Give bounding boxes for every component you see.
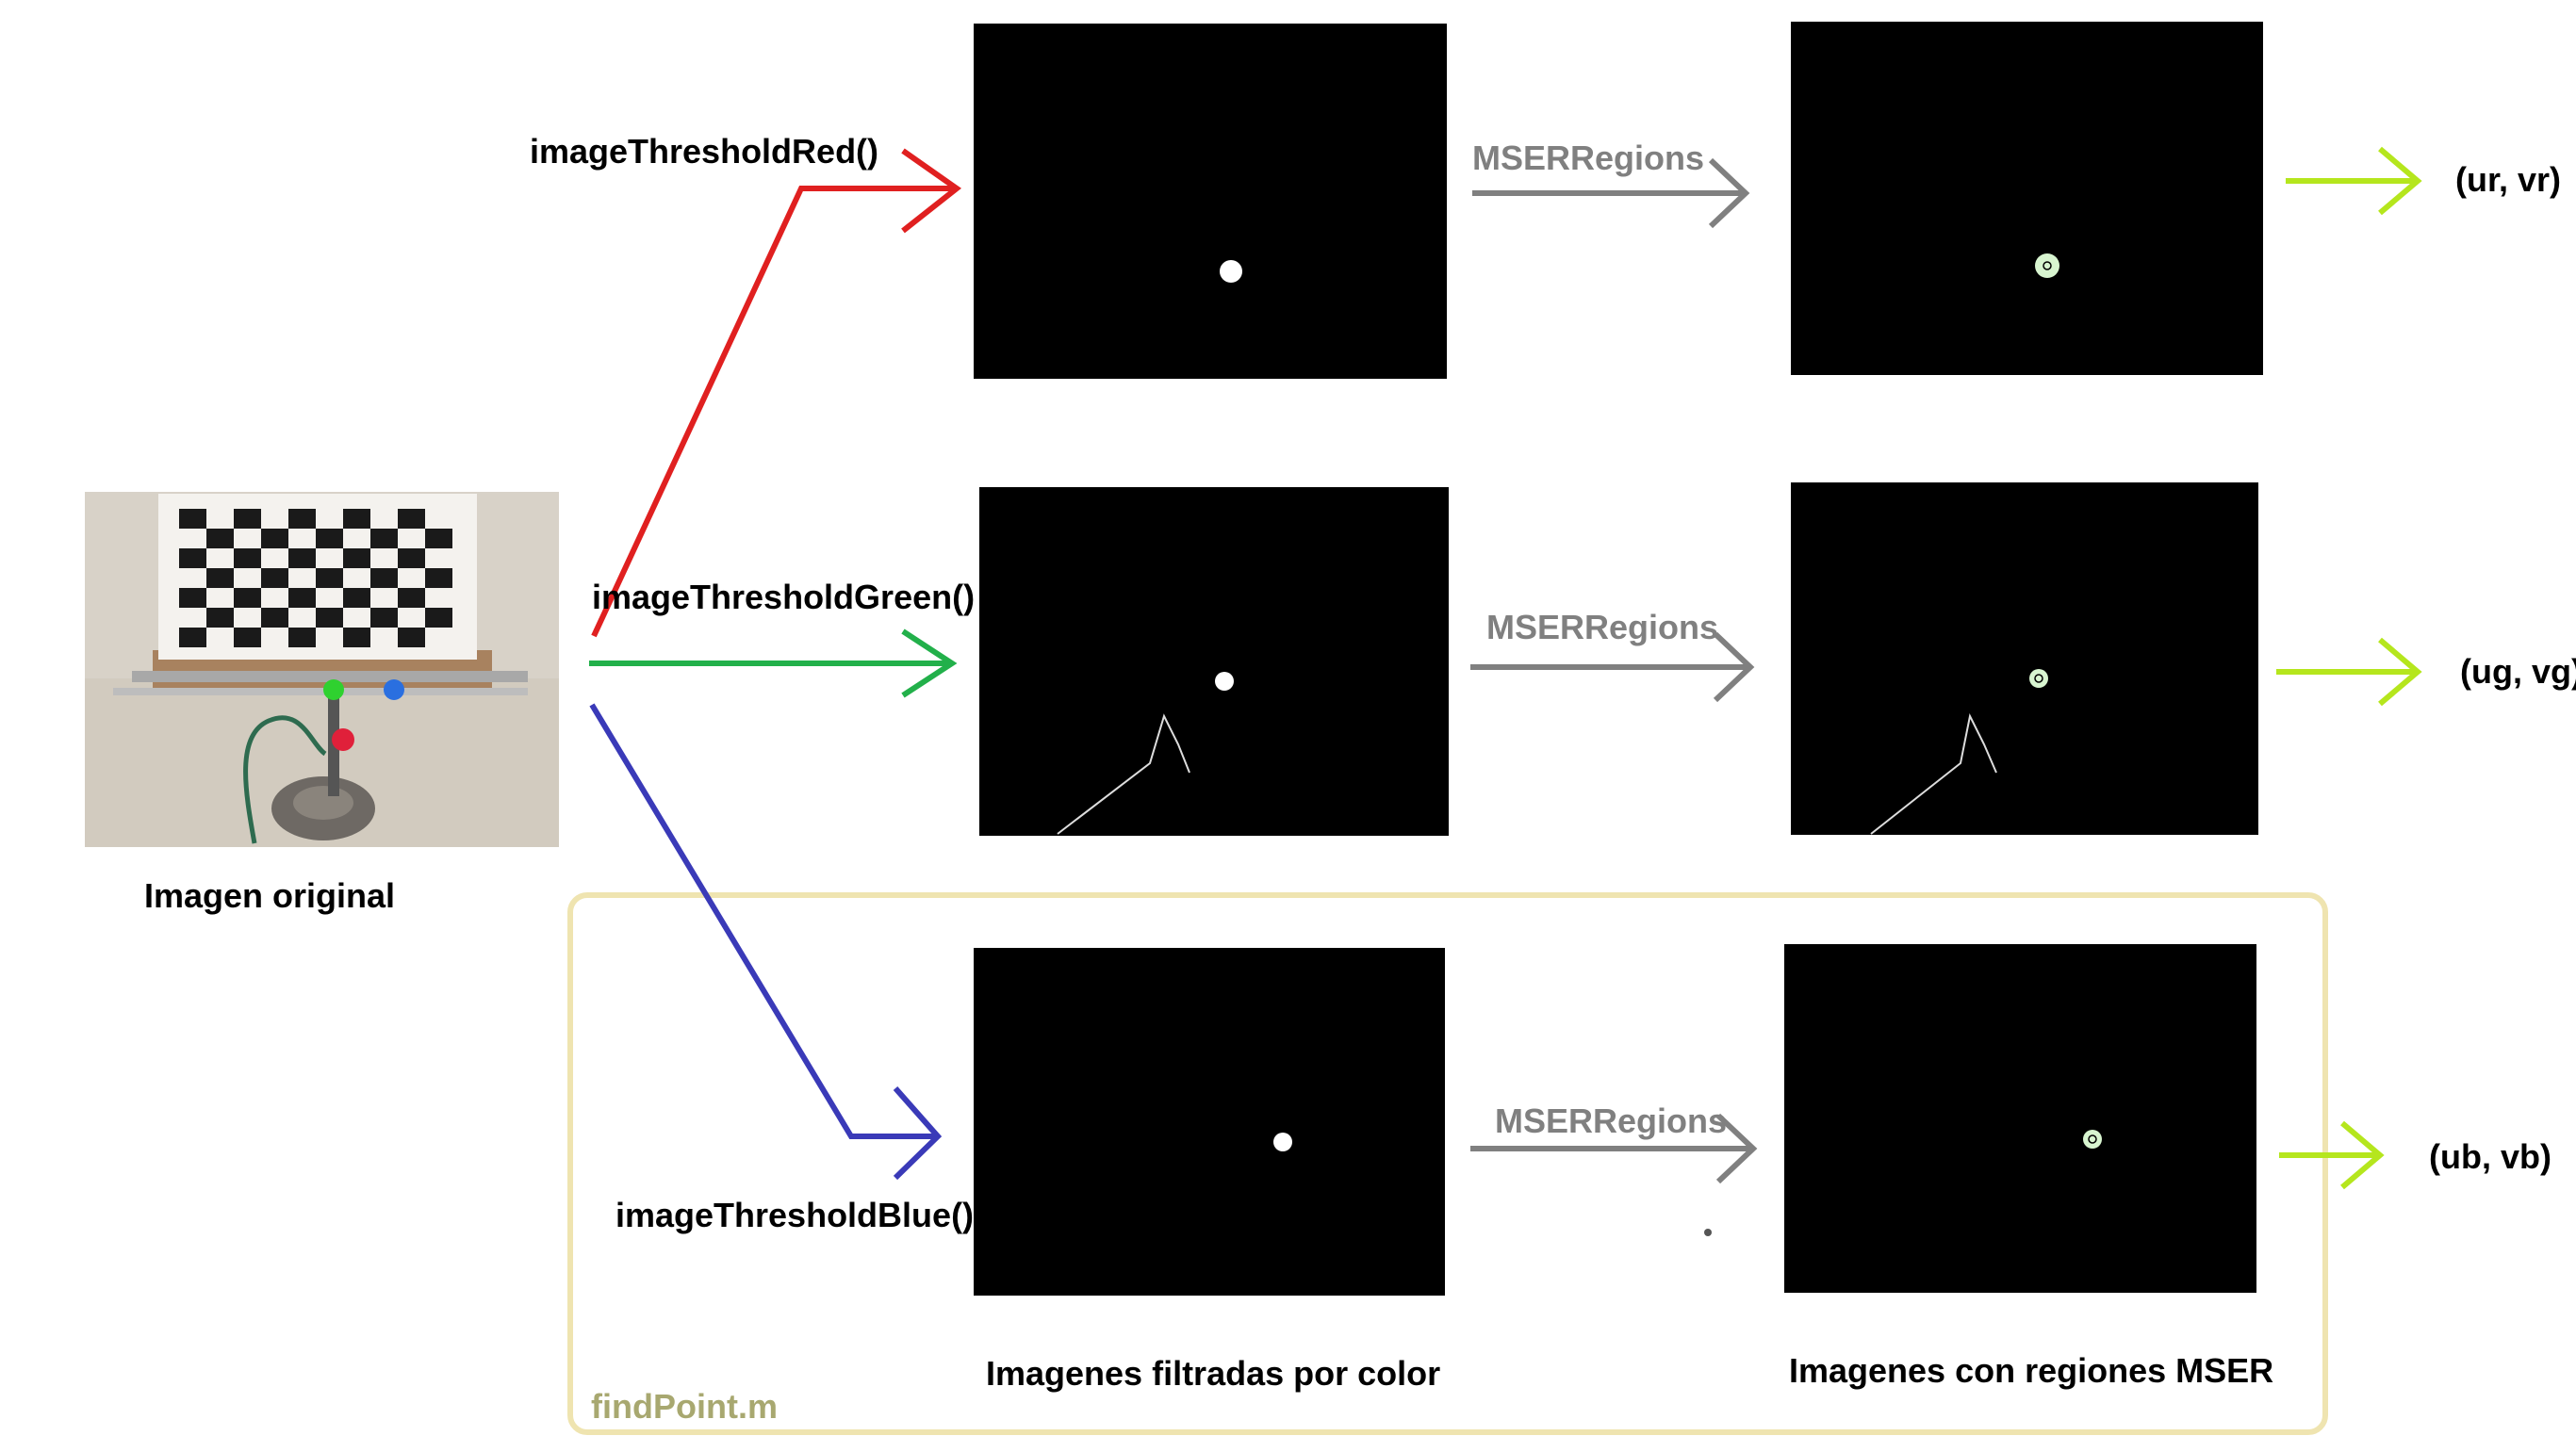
mser-arrow-blue	[1470, 1113, 1758, 1184]
mser-region	[2029, 669, 2048, 688]
function-label-blue: imageThresholdBlue()	[615, 1196, 974, 1234]
checker-square	[343, 628, 370, 647]
checker-square	[398, 628, 425, 647]
detected-blob	[1220, 260, 1242, 283]
checker-square	[179, 548, 206, 568]
output-arrow-blue	[2279, 1120, 2385, 1190]
findpoint-group-title: findPoint.m	[591, 1387, 778, 1426]
function-label-green: imageThresholdGreen()	[592, 578, 975, 616]
checker-square	[343, 509, 370, 529]
checker-square	[398, 509, 425, 529]
checker-square	[370, 529, 398, 548]
findpoint-group-box	[567, 892, 2328, 1435]
filtered-image-green	[979, 487, 1449, 836]
checker-square	[179, 509, 206, 529]
checkerboard-squares	[179, 509, 452, 647]
output-arrow-red	[2286, 146, 2422, 216]
checker-square	[234, 509, 261, 529]
checker-square	[288, 588, 316, 608]
mser-image-green	[1791, 482, 2258, 835]
function-label-red: imageThresholdRed()	[530, 132, 878, 171]
output-arrow-green	[2276, 637, 2422, 707]
checker-square	[234, 628, 261, 647]
checker-square	[206, 608, 234, 628]
green-branch-arrow	[589, 628, 958, 698]
checker-square	[425, 568, 452, 588]
noise-streak	[1057, 713, 1190, 835]
checker-square	[179, 588, 206, 608]
detected-blob	[1215, 672, 1234, 691]
checker-square	[206, 568, 234, 588]
checker-square	[179, 628, 206, 647]
output-coords-green: (ug, vg)	[2460, 652, 2576, 691]
blue-branch-arrow	[589, 703, 943, 1181]
checker-square	[370, 568, 398, 588]
mser-label-blue: MSERRegions	[1495, 1101, 1727, 1140]
checker-square	[288, 509, 316, 529]
mser-arrow-red	[1472, 157, 1750, 229]
detected-blob	[1273, 1133, 1292, 1151]
checker-square	[343, 588, 370, 608]
checker-square	[316, 568, 343, 588]
red-branch-arrow	[591, 148, 962, 638]
checker-square	[261, 529, 288, 548]
checker-square	[370, 608, 398, 628]
checker-square	[288, 628, 316, 647]
mser-arrow-green	[1470, 631, 1755, 703]
mser-region	[2035, 253, 2059, 278]
original-image-caption: Imagen original	[144, 876, 395, 915]
noise-streak	[1870, 712, 1997, 835]
checker-square	[234, 548, 261, 568]
checker-square	[316, 529, 343, 548]
red-marker-ball	[332, 728, 354, 751]
mser-region	[2083, 1130, 2102, 1149]
checker-square	[425, 529, 452, 548]
mser-image-red	[1791, 22, 2263, 375]
mser-image-blue	[1784, 944, 2256, 1293]
checker-square	[234, 588, 261, 608]
checker-square	[316, 608, 343, 628]
mser-label-red: MSERRegions	[1472, 139, 1704, 177]
stray-dot	[1704, 1229, 1712, 1236]
original-image	[85, 492, 559, 847]
column-caption-filtered: Imagenes filtradas por color	[986, 1354, 1440, 1393]
checker-square	[288, 548, 316, 568]
checker-square	[398, 548, 425, 568]
filtered-image-red	[974, 24, 1447, 379]
green-marker-ball	[323, 679, 344, 700]
output-coords-blue: (ub, vb)	[2429, 1137, 2551, 1176]
checker-square	[261, 608, 288, 628]
checker-square	[343, 548, 370, 568]
column-caption-mser: Imagenes con regiones MSER	[1789, 1351, 2273, 1390]
checker-square	[261, 568, 288, 588]
filtered-image-blue	[974, 948, 1445, 1296]
checker-square	[425, 608, 452, 628]
mser-label-green: MSERRegions	[1486, 608, 1718, 646]
blue-marker-ball	[384, 679, 404, 700]
output-coords-red: (ur, vr)	[2455, 160, 2561, 199]
checker-square	[398, 588, 425, 608]
checker-square	[206, 529, 234, 548]
